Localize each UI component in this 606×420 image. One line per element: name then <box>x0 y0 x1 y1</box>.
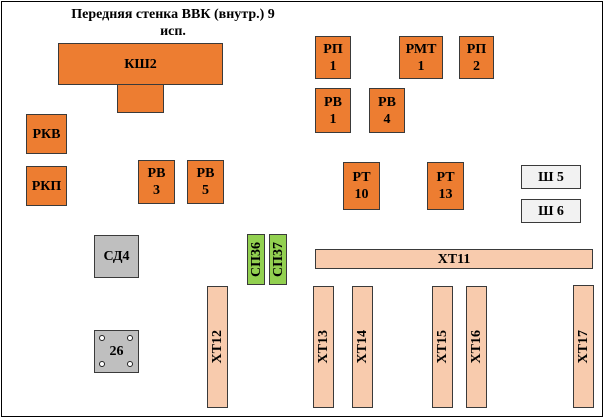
block-ksh2-label: КШ2 <box>58 43 223 85</box>
strip-xt17-label: ХТ17 <box>576 329 591 364</box>
strip-xt12: ХТ12 <box>207 286 228 408</box>
block-ksh2 <box>117 83 164 113</box>
strip-xt13-label: ХТ13 <box>316 330 331 364</box>
block-sh5: Ш 5 <box>521 165 581 189</box>
strip-xt11: ХТ11 <box>315 249 593 269</box>
block-rkp: РКП <box>26 166 67 206</box>
block-rv5: РВ 5 <box>187 160 224 204</box>
strip-xt14: ХТ14 <box>352 286 373 408</box>
strip-xt16: ХТ16 <box>466 286 487 408</box>
strip-xt17: ХТ17 <box>573 285 594 408</box>
strip-xt12-label: ХТ12 <box>210 330 225 364</box>
strip-xt16-label: ХТ16 <box>469 330 484 364</box>
block-26-label: 26 <box>109 344 124 359</box>
block-rt10: РТ 10 <box>343 162 380 210</box>
strip-xt15: ХТ15 <box>432 286 453 408</box>
block-sd4: СД4 <box>94 235 139 278</box>
strip-xt13: ХТ13 <box>313 286 334 408</box>
block-sp37-label: СП37 <box>270 242 286 277</box>
block-rt13: РТ 13 <box>427 162 464 210</box>
block-rkv: РКВ <box>26 114 67 154</box>
strip-xt14-label: ХТ14 <box>355 330 370 364</box>
diagram-title: Передняя стенка ВВК (внутр.) 9 исп. <box>71 7 275 39</box>
block-26-hole-tr <box>127 335 133 341</box>
block-sp37: СП37 <box>269 234 287 285</box>
strip-xt15-label: ХТ15 <box>435 330 450 364</box>
block-rp2: РП 2 <box>459 36 494 79</box>
block-rp1: РП 1 <box>315 36 351 79</box>
block-rv4: РВ 4 <box>369 88 405 133</box>
block-sp36: СП36 <box>247 234 265 285</box>
block-sp36-label: СП36 <box>248 242 264 277</box>
block-rv3: РВ 3 <box>138 160 175 204</box>
block-26-hole-br <box>127 361 133 367</box>
block-sh6: Ш 6 <box>521 199 581 223</box>
block-rv1: РВ 1 <box>315 88 351 133</box>
block-26-hole-tl <box>99 335 105 341</box>
block-rmt1: РМТ 1 <box>399 36 443 79</box>
block-26-hole-bl <box>99 361 105 367</box>
